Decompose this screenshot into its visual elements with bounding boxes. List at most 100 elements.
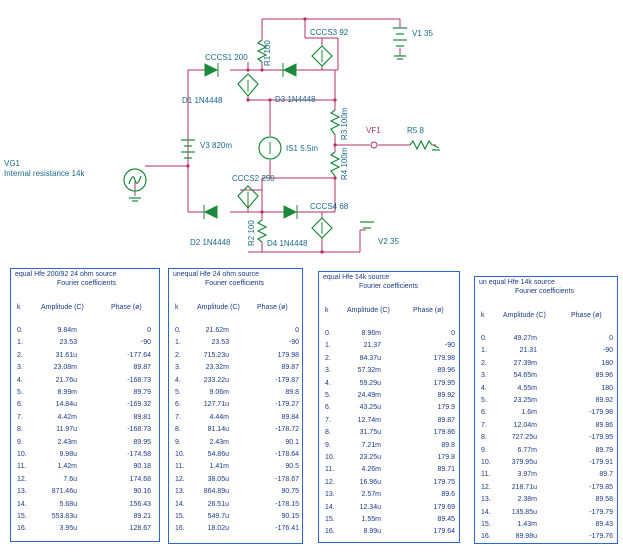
phase-value: 89.87 — [281, 364, 299, 372]
harmonic-index: 12. — [325, 478, 335, 486]
phase-value: -178.64 — [275, 451, 299, 458]
phase-value: 179.64 — [433, 528, 455, 536]
coefficient-row: 2.31.61u-177.64 — [11, 352, 159, 362]
phase-value: -168.73 — [127, 376, 151, 384]
amplitude-value: 21.37 — [363, 342, 381, 350]
amplitude-value: 7.21m — [361, 441, 381, 449]
r5-resistor — [409, 139, 433, 151]
header-phase: Phase (ø) — [413, 307, 444, 314]
vg1-source — [123, 168, 147, 192]
harmonic-index: 7. — [325, 416, 331, 424]
phase-value: 180 — [601, 384, 613, 392]
amplitude-value: 21.62m — [205, 327, 229, 334]
phase-value: 89.6 — [441, 491, 455, 499]
amplitude-value: 54.65m — [513, 372, 537, 380]
fourier-panel-2: unequal Hfe 24 ohm source Fourier coeffi… — [168, 268, 303, 544]
amplitude-value: 57.32m — [357, 367, 381, 375]
harmonic-index: 5. — [175, 389, 181, 396]
phase-value: 89.92 — [595, 397, 613, 404]
amplitude-value: 1.42m — [57, 463, 77, 471]
header-phase: Phase (ø) — [111, 304, 142, 311]
circuit-schematic: VG1 Internal resistance 14k CCCS1 200 CC… — [4, 17, 440, 254]
amplitude-value: 81.14u — [207, 426, 229, 434]
panel-title: equal Hfe 14k source — [323, 274, 390, 281]
phase-value: -178.72 — [275, 426, 299, 434]
harmonic-index: 0. — [481, 335, 487, 342]
harmonic-index: 10. — [175, 451, 185, 458]
amplitude-value: 9.84m — [57, 327, 77, 334]
amplitude-value: 4.55m — [517, 384, 537, 392]
phase-value: 89.87 — [437, 416, 455, 424]
header-amplitude: Amplitude (C) — [197, 304, 240, 311]
phase-value: 89.87 — [133, 364, 151, 372]
r3-label: R3 100m — [340, 107, 349, 140]
amplitude-value: 7.6u — [63, 475, 77, 483]
harmonic-index: 1. — [17, 339, 23, 347]
amplitude-value: 12.74m — [357, 416, 381, 424]
amplitude-value: 727.25u — [511, 434, 537, 442]
phase-value: 0 — [609, 335, 613, 342]
nodes — [186, 17, 337, 254]
amplitude-value: 1.55m — [361, 516, 381, 523]
cccs1-label: CCCS1 200 — [205, 53, 248, 62]
harmonic-index: 10. — [325, 454, 335, 461]
amplitude-value: 218.71u — [511, 483, 537, 491]
harmonic-index: 13. — [17, 488, 27, 496]
harmonic-index: 3. — [325, 367, 331, 375]
harmonic-index: 3. — [17, 364, 23, 372]
amplitude-value: 18.02u — [207, 525, 229, 533]
harmonic-index: 5. — [17, 389, 23, 396]
vf1-probe — [370, 141, 378, 149]
amplitude-value: 1.41m — [209, 463, 229, 471]
harmonic-index: 14. — [17, 500, 27, 508]
coefficient-row: 14.135.85u-179.79 — [475, 509, 617, 519]
harmonic-index: 9. — [17, 438, 23, 446]
harmonic-index: 6. — [325, 404, 331, 412]
is1-source — [258, 136, 282, 160]
harmonic-index: 16. — [17, 525, 27, 533]
harmonic-index: 1. — [325, 342, 331, 350]
harmonic-index: 4. — [481, 384, 487, 392]
cccs4-label: CCCS4 68 — [310, 202, 349, 211]
panel-subtitle: Fourier coefficients — [205, 280, 265, 287]
coefficient-row: 6.127.71u-179.27 — [169, 401, 302, 411]
amplitude-value: 3.97m — [517, 471, 537, 479]
amplitude-value: 553.83u — [51, 513, 77, 520]
harmonic-index: 9. — [325, 441, 331, 449]
amplitude-value: 4.44m — [209, 413, 229, 421]
phase-value: 89.96 — [437, 367, 455, 375]
harmonic-index: 15. — [481, 521, 491, 528]
d3-label: D3 1N4448 — [275, 95, 316, 104]
d2-label: D2 1N4448 — [190, 238, 231, 247]
phase-value: 89.8 — [285, 389, 299, 396]
amplitude-value: 16.96u — [359, 478, 381, 486]
vg1-label: VG1 — [4, 159, 21, 168]
cccs3-label: CCCS3 92 — [310, 28, 349, 37]
phase-value: 90.18 — [133, 463, 151, 471]
d4-diode — [283, 205, 298, 219]
d2-diode — [203, 205, 218, 219]
phase-value: 0 — [147, 327, 151, 334]
harmonic-index: 9. — [175, 438, 181, 446]
coefficient-row: 10.54.86u-178.64 — [169, 451, 302, 461]
header-k: k — [175, 304, 179, 311]
harmonic-index: 13. — [325, 491, 335, 499]
vg1-note: Internal resistance 14k — [4, 169, 85, 178]
fourier-panel-3: equal Hfe 14k source Fourier coefficient… — [318, 271, 460, 543]
